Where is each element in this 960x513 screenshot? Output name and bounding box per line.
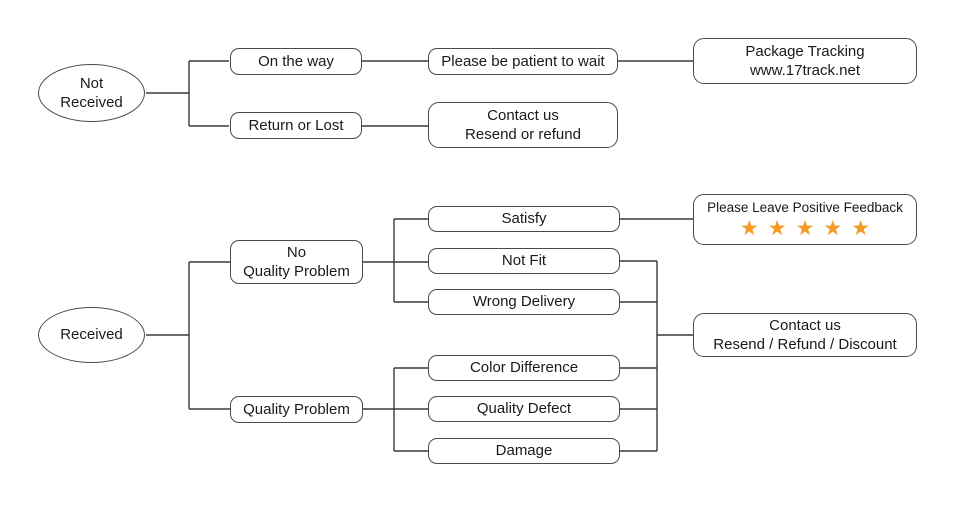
node-wrong-delivery: Wrong Delivery bbox=[428, 289, 620, 315]
five-star-rating: ★ ★ ★ ★ ★ bbox=[740, 218, 870, 239]
node-return-or-lost-label: Return or Lost bbox=[248, 116, 344, 134]
node-positive-feedback-label: Please Leave Positive Feedback bbox=[707, 200, 903, 216]
node-please-be-patient-label: Please be patient to wait bbox=[441, 52, 605, 70]
node-quality-defect: Quality Defect bbox=[428, 396, 620, 422]
node-color-difference-label: Color Difference bbox=[469, 359, 579, 377]
star-icon: ★ bbox=[795, 216, 815, 240]
star-icon: ★ bbox=[823, 216, 843, 240]
node-received-label: Received bbox=[60, 326, 123, 344]
node-satisfy: Satisfy bbox=[428, 206, 620, 232]
node-wrong-delivery-label: Wrong Delivery bbox=[472, 293, 576, 311]
node-color-difference: Color Difference bbox=[428, 355, 620, 381]
node-package-tracking: Package Tracking www.17track.net bbox=[693, 38, 917, 84]
node-contact-us-resend-refund-label: Contact us Resend or refund bbox=[465, 106, 581, 144]
star-icon: ★ bbox=[739, 216, 759, 240]
branch-quality bbox=[363, 367, 428, 452]
branch-not-received bbox=[146, 60, 229, 127]
node-contact-us-resend-refund: Contact us Resend or refund bbox=[428, 102, 618, 148]
node-quality-defect-label: Quality Defect bbox=[476, 400, 572, 418]
node-received: Received bbox=[38, 307, 145, 363]
node-not-received: Not Received bbox=[38, 64, 145, 122]
star-icon: ★ bbox=[767, 216, 787, 240]
node-on-the-way-label: On the way bbox=[258, 52, 334, 70]
node-damage-label: Damage bbox=[495, 442, 553, 460]
node-not-fit-label: Not Fit bbox=[501, 252, 547, 270]
branch-received bbox=[146, 261, 230, 410]
node-no-quality-problem: No Quality Problem bbox=[230, 240, 363, 284]
node-positive-feedback: Please Leave Positive Feedback ★ ★ ★ ★ ★ bbox=[693, 194, 917, 245]
node-please-be-patient: Please be patient to wait bbox=[428, 48, 618, 75]
node-package-tracking-label: Package Tracking www.17track.net bbox=[745, 42, 865, 80]
node-not-received-label: Not Received bbox=[60, 74, 123, 112]
merge-to-contact bbox=[620, 260, 693, 452]
node-contact-us-resend-refund-discount-label: Contact us Resend / Refund / Discount bbox=[713, 316, 897, 354]
node-damage: Damage bbox=[428, 438, 620, 464]
node-contact-us-resend-refund-discount: Contact us Resend / Refund / Discount bbox=[693, 313, 917, 357]
node-not-fit: Not Fit bbox=[428, 248, 620, 274]
node-on-the-way: On the way bbox=[230, 48, 362, 75]
branch-no-quality bbox=[363, 218, 428, 303]
node-quality-problem-label: Quality Problem bbox=[243, 400, 350, 418]
node-satisfy-label: Satisfy bbox=[501, 210, 547, 228]
node-return-or-lost: Return or Lost bbox=[230, 112, 362, 139]
star-icon: ★ bbox=[851, 216, 871, 240]
node-quality-problem: Quality Problem bbox=[230, 396, 363, 423]
node-no-quality-problem-label: No Quality Problem bbox=[243, 243, 350, 281]
